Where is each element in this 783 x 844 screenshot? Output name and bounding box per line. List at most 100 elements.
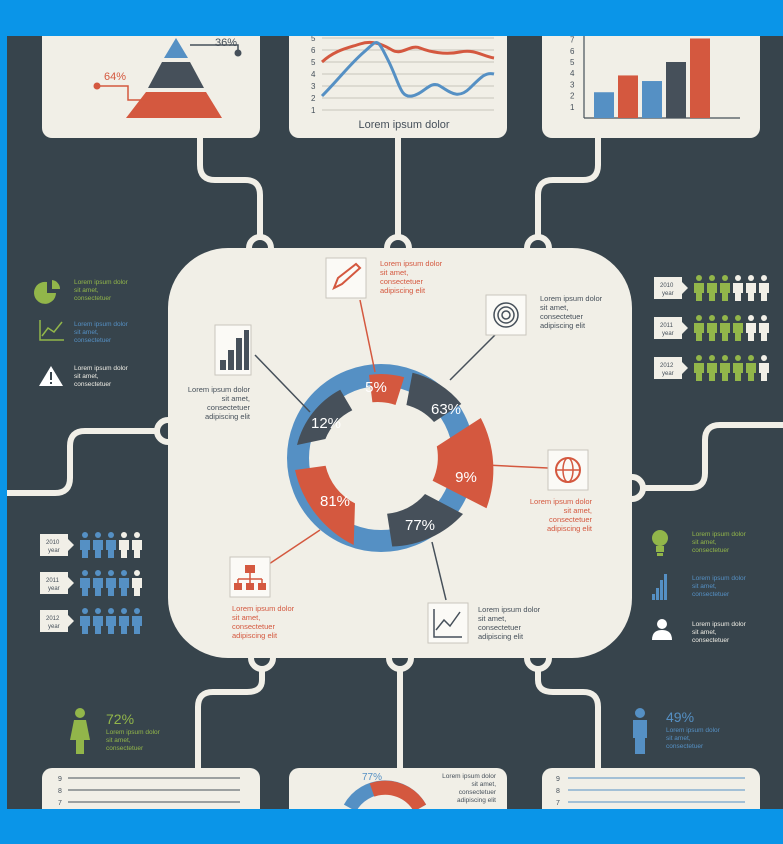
donut-label-77: 77% <box>405 517 435 534</box>
text-line: consectetuer <box>478 623 521 632</box>
text-line: Lorem ipsum dolor <box>692 531 747 538</box>
leader-trend <box>431 541 447 601</box>
frame-top <box>0 0 783 36</box>
pyramid-bottom <box>126 92 222 118</box>
person-icon <box>132 570 142 596</box>
person-icon <box>119 532 129 558</box>
text-line: adipiscing elit <box>478 632 524 641</box>
pyramid-dot-left <box>93 82 101 90</box>
line-chart-tick: 6 <box>311 46 316 55</box>
text-line: adipiscing elit <box>380 286 426 295</box>
donut-label-81: 81% <box>320 493 350 510</box>
year-label: 2010 <box>46 540 60 546</box>
bottom-right-tick-3: 7 <box>556 800 560 807</box>
bottom-right-tick-2: 8 <box>556 788 560 795</box>
connector-top-left <box>197 135 263 253</box>
connector-bottom-right <box>535 652 601 773</box>
text-line: Lorem ipsum dolor <box>74 279 129 286</box>
person-icon <box>132 532 142 558</box>
text-line: adipiscing elit <box>205 412 251 421</box>
text-line: consectetuer <box>106 745 144 752</box>
person-icon <box>694 315 704 341</box>
bar-chart-tick: 3 <box>570 80 575 89</box>
person-icon <box>93 570 103 596</box>
line-chart-tick: 2 <box>311 94 316 103</box>
year-label-unit: year <box>662 331 674 337</box>
line-chart-tick: 1 <box>311 106 316 115</box>
pyramid-dot-top <box>234 49 242 57</box>
bottom-left-tick-1: 9 <box>58 776 62 783</box>
donut-seg-9 <box>432 418 494 509</box>
leader-pencil <box>359 299 376 373</box>
text-line: consectetuer <box>380 277 423 286</box>
leader-globe <box>485 464 549 469</box>
person-icon <box>733 355 743 381</box>
pyramid-middle <box>148 62 204 88</box>
text-line: sit amet, <box>106 737 131 744</box>
text-line: Lorem ipsum dolor <box>540 294 603 303</box>
bar-chart-tick: 7 <box>570 36 575 45</box>
male-icon <box>635 708 645 718</box>
donut-label-63: 63% <box>431 401 461 418</box>
bottom-semi-ring-orange <box>369 780 427 812</box>
bar-4 <box>666 62 686 118</box>
text-line: Lorem ipsum dolor <box>666 727 721 734</box>
donut-seg-77 <box>387 494 463 547</box>
person-icon <box>657 619 667 629</box>
bar-chart-tick: 6 <box>570 47 575 56</box>
center-panel <box>168 248 632 658</box>
person-icon <box>106 570 116 596</box>
text-line: consectetuer <box>232 622 275 631</box>
target-icon <box>485 294 527 336</box>
hierarchy-icon <box>229 556 271 598</box>
pyramid-label-top: 36% <box>215 37 237 49</box>
line-series-blue <box>320 41 495 98</box>
person-icon <box>746 275 756 301</box>
text-line: consectetuer <box>549 515 592 524</box>
donut-seg-63 <box>406 372 462 422</box>
leader-target <box>449 329 501 381</box>
donut-chart: 5% 63% 9% 77% 81% 12% <box>287 364 494 552</box>
bar-chart-tick: 4 <box>570 69 575 78</box>
text-line: sit amet, <box>666 735 691 742</box>
person-icon <box>759 315 769 341</box>
text-line: Lorem ipsum dolor <box>188 385 251 394</box>
text-line: Lorem ipsum dolor <box>106 729 161 736</box>
bottom-left-chart: 9 8 7 <box>58 776 240 807</box>
text-line: sit amet, <box>380 268 408 277</box>
connector-bottom-left <box>195 652 265 773</box>
trend-chart-icon <box>427 602 469 644</box>
pyramid-leader-left <box>98 85 150 101</box>
female-stat-value: 72% <box>106 711 134 727</box>
text-line: adipiscing elit <box>547 524 593 533</box>
bottom-left-tick-2: 8 <box>58 788 62 795</box>
text-line: sit amet, <box>471 781 496 788</box>
text-line: sit amet, <box>222 394 250 403</box>
text-line: sit amet, <box>564 506 592 515</box>
person-icon <box>80 608 90 634</box>
person-icon <box>93 532 103 558</box>
bulb-icon <box>652 530 668 546</box>
text-line: consectetuer <box>692 547 730 554</box>
connectors <box>4 135 783 773</box>
